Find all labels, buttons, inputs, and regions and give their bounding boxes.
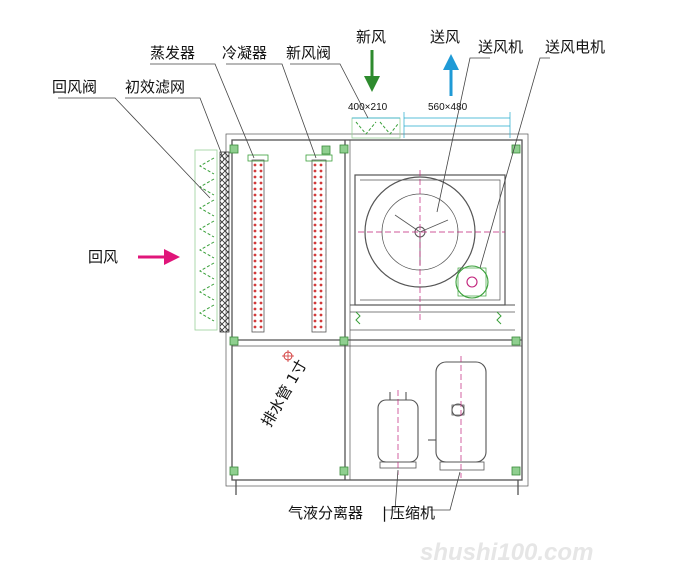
supply-fan [354,170,506,320]
fresh-air-damper [351,117,401,139]
label-compressor: 压缩机 [390,504,435,522]
label-return-air-damper: 回风阀 [52,78,97,96]
fresh-air-arrow [364,50,380,92]
return-air-arrow [138,249,180,265]
damper-blade [198,283,215,301]
damper-blade [198,220,215,238]
label-separator-slash: | [382,504,387,522]
supply-air-dimension: 560×480 [428,102,468,113]
damper-blade [198,199,215,217]
label-fresh-air-damper: 新风阀 [286,44,331,62]
supply-air-arrow [443,54,459,96]
gas-liquid-separator [377,390,419,475]
label-gas-liquid-separator: 气液分离器 [288,504,363,522]
label-return-air: 回风 [88,248,118,266]
label-supply-fan-motor: 送风电机 [545,38,605,56]
compressor [428,356,487,478]
label-fresh-air: 新风 [356,28,386,46]
evaporator-coil [247,154,269,333]
damper-blade [198,304,215,322]
label-condenser: 冷凝器 [222,44,267,62]
corner-brackets [229,144,521,476]
label-primary-filter: 初效滤网 [125,78,185,96]
housing [225,133,529,495]
return-air-damper [194,149,218,331]
damper-blade [198,262,215,280]
damper-blade [198,178,215,196]
drain-pipe [282,350,294,362]
label-supply-fan: 送风机 [478,38,523,56]
primary-filter [219,151,230,333]
fan-base [350,304,515,331]
label-supply-air: 送风 [430,28,460,46]
leader-lines [58,57,550,511]
condenser-coil [305,145,333,333]
label-evaporator: 蒸发器 [150,44,195,62]
watermark: shushi100.com [420,539,593,565]
damper-blade [198,241,215,259]
damper-blade [198,157,215,175]
label-drain-pipe: 排水管 1寸 [258,357,311,430]
fresh-air-dimension: 400×210 [348,102,388,113]
supply-fan-motor [455,265,489,299]
